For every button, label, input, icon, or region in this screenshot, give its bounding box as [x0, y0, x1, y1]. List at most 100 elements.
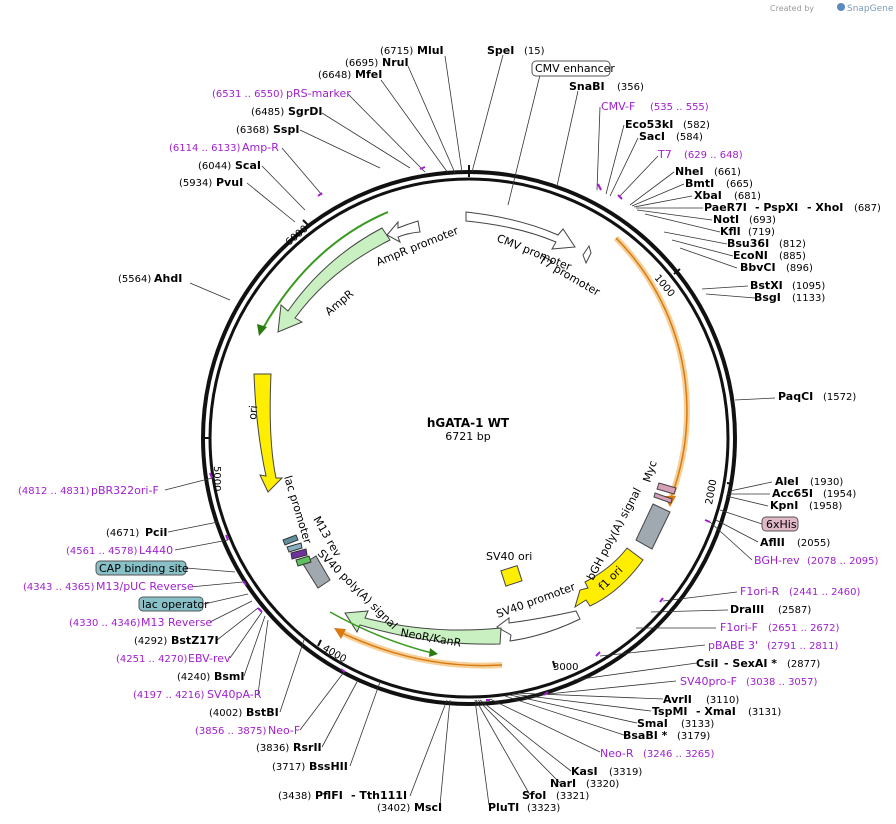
primer-m13puc[interactable]: M13/pUC Reverse	[96, 580, 194, 593]
enzyme-bstxi[interactable]: BstXI	[750, 279, 783, 292]
primer-neor[interactable]: Neo-R	[600, 747, 634, 760]
enzyme-mlui-pos: (6715)	[380, 46, 413, 57]
enzyme-draiii[interactable]: DraIII	[730, 603, 764, 616]
lac-operator-box[interactable]	[138, 596, 204, 612]
enzyme-msci[interactable]: MscI	[414, 801, 442, 814]
enzyme-sexai[interactable]: - SexAI *	[724, 657, 777, 670]
enzyme-eco53ki[interactable]: Eco53kI	[625, 118, 673, 131]
enzyme-bsu36i[interactable]: Bsu36I	[727, 237, 769, 250]
6xhis-box[interactable]	[761, 516, 799, 532]
feature-cap-site[interactable]	[282, 534, 299, 546]
feature-lac-operator[interactable]	[286, 542, 303, 553]
primer-mark-m13r	[242, 580, 247, 586]
enzyme-bsabi[interactable]: BsaBI *	[623, 729, 668, 742]
enzyme-bstbi[interactable]: BstBI	[246, 706, 279, 719]
enzyme-paer7i[interactable]: PaeR7I	[704, 201, 747, 214]
feature-arrow-t7-promoter[interactable]	[582, 244, 592, 265]
enzyme-noti[interactable]: NotI	[713, 213, 739, 226]
primer-amp[interactable]: Amp-R	[242, 141, 279, 154]
enzyme-ahdi[interactable]: AhdI	[154, 272, 182, 285]
enzyme-bsu36i-pos: (812)	[779, 239, 806, 250]
primer-f1orif[interactable]: F1ori-F	[720, 621, 758, 634]
feature-ori[interactable]	[253, 373, 284, 493]
enzyme-pluti[interactable]: PluTI	[488, 801, 519, 814]
enzyme-nari[interactable]: NarI	[550, 777, 576, 790]
primer-m13r[interactable]: M13 Reverse	[141, 616, 212, 629]
primer-t7[interactable]: T7	[657, 148, 672, 161]
primer-neof[interactable]: Neo-F	[268, 724, 300, 737]
feature-myc[interactable]	[656, 482, 677, 495]
feature-m13-rev[interactable]	[290, 548, 308, 560]
enzyme-kasi[interactable]: KasI	[571, 765, 598, 778]
enzyme-mfei[interactable]: MfeI	[355, 68, 382, 81]
cap-binding-box[interactable]	[95, 560, 187, 576]
enzyme-bsmi[interactable]: BsmI	[214, 670, 245, 683]
enzyme-pvui[interactable]: PvuI	[216, 176, 243, 189]
feature-ampr-promoter[interactable]	[386, 220, 421, 244]
leader-mfei	[380, 79, 449, 174]
enzyme-tspmi[interactable]: TspMI	[652, 705, 688, 718]
primer-sv40pa[interactable]: SV40pA-R	[207, 688, 262, 701]
enzyme-bsshii[interactable]: BssHII	[309, 760, 348, 773]
enzyme-tth111i[interactable]: - Tth111I	[351, 789, 407, 802]
cmv-enhancer-box[interactable]	[531, 60, 611, 77]
enzyme-rsrii[interactable]: RsrII	[293, 741, 322, 754]
feature-bgh-polya[interactable]	[635, 503, 671, 550]
enzyme-spei[interactable]: SpeI	[487, 44, 514, 57]
enzyme-nrui[interactable]: NruI	[382, 56, 409, 69]
enzyme-sfoi[interactable]: SfoI	[522, 789, 546, 802]
primer-cmvf[interactable]: CMV-F	[601, 100, 635, 113]
enzyme-mlui[interactable]: MluI	[417, 44, 444, 57]
enzyme-pcii[interactable]: PciI	[145, 526, 167, 539]
enzyme-acc65i[interactable]: Acc65I	[772, 487, 813, 500]
primer-pbr322[interactable]: pBR322ori-F	[91, 484, 159, 497]
leader-nari	[477, 699, 561, 784]
enzyme-xhoi[interactable]: - XhoI	[807, 201, 843, 214]
primer-prs[interactable]: pRS-marker	[286, 87, 351, 100]
enzyme-sspi[interactable]: SspI	[273, 123, 299, 136]
enzyme-sgrdi[interactable]: SgrDI	[288, 105, 322, 118]
enzyme-kfli[interactable]: KflI	[720, 225, 741, 238]
feature-f1-ori[interactable]	[574, 547, 644, 609]
primer-pbabe[interactable]: pBABE 3'	[708, 639, 758, 652]
enzyme-xbai[interactable]: XbaI	[694, 189, 722, 202]
primer-m13r-range: (4330 .. 4346)	[69, 618, 141, 629]
tick-mark-3000	[552, 660, 556, 669]
enzyme-scai[interactable]: ScaI	[235, 159, 261, 172]
primer-l4440[interactable]: L4440	[139, 544, 173, 557]
leader-pflfi	[409, 699, 448, 797]
feature-sv40-promoter[interactable]	[496, 610, 581, 642]
feature-arrow-cmv-promoter[interactable]	[465, 211, 576, 250]
enzyme-pspxi[interactable]: - PspXI	[755, 201, 798, 214]
enzyme-smai[interactable]: SmaI	[637, 717, 668, 730]
enzyme-alei[interactable]: AleI	[775, 475, 799, 488]
enzyme-snabi[interactable]: SnaBI	[569, 80, 605, 93]
feature-lac-promoter[interactable]	[295, 555, 312, 567]
enzyme-csii[interactable]: CsiI	[696, 657, 718, 670]
leader-f1orir	[662, 591, 738, 602]
enzyme-saci[interactable]: SacI	[639, 130, 665, 143]
enzyme-aflii[interactable]: AflII	[760, 536, 785, 549]
primer-f1orir[interactable]: F1ori-R	[740, 585, 780, 598]
label-group-left: (3402) MscI (3438) PflFI - Tth111I (3717…	[18, 44, 444, 814]
primer-bghrev[interactable]: BGH-rev	[754, 554, 800, 567]
feature-ampr[interactable]	[277, 227, 391, 333]
primer-ebv[interactable]: EBV-rev	[188, 652, 231, 665]
feature-6xhis[interactable]	[653, 492, 673, 504]
primer-sv40prof[interactable]: SV40pro-F	[680, 675, 737, 688]
enzyme-bmti[interactable]: BmtI	[685, 177, 714, 190]
leader-bstxi	[701, 285, 749, 290]
enzyme-xmai[interactable]: - XmaI	[696, 705, 736, 718]
enzyme-kpni[interactable]: KpnI	[770, 499, 798, 512]
primer-mark-l4440	[225, 534, 229, 541]
enzyme-bstz17i[interactable]: BstZ17I	[171, 634, 219, 647]
enzyme-avrii[interactable]: AvrII	[663, 693, 692, 706]
enzyme-pflfi[interactable]: PflFI	[315, 789, 343, 802]
feature-sv40-polya[interactable]	[302, 555, 331, 589]
enzyme-econi[interactable]: EcoNI	[733, 249, 768, 262]
enzyme-paqci[interactable]: PaqCI	[778, 390, 813, 403]
enzyme-nhei[interactable]: NheI	[675, 165, 704, 178]
enzyme-bsgi[interactable]: BsgI	[754, 291, 781, 304]
enzyme-bbvci[interactable]: BbvCI	[740, 261, 776, 274]
feature-sv40-ori[interactable]	[500, 564, 523, 587]
